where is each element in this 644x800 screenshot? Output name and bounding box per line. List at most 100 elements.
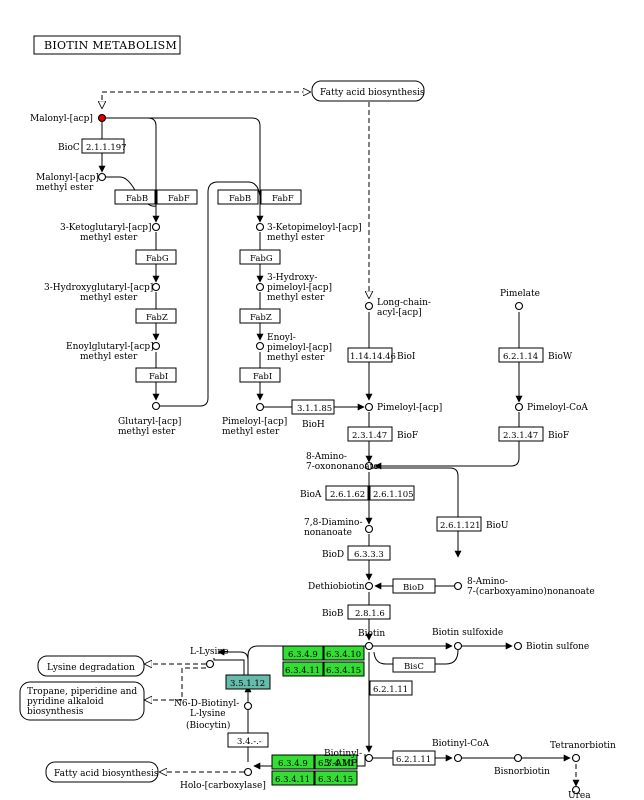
enzyme-box-2-3-1-47-left[interactable] <box>347 426 393 442</box>
enzyme-label: 2.6.1.105 <box>373 490 414 500</box>
enzyme-label: FabZ <box>146 313 168 323</box>
enzyme-box-bisc[interactable] <box>392 657 436 673</box>
enzyme-box-6-3-4-15-upper[interactable] <box>323 661 365 677</box>
compound-3-ketoglutaryl[interactable] <box>151 222 161 232</box>
compound-urea[interactable] <box>571 785 581 795</box>
gene-label-biow: BioW <box>548 352 573 362</box>
enzyme-box-fabi-right[interactable] <box>239 367 281 383</box>
enzyme-label: 2.3.1.47 <box>352 431 387 441</box>
compound-label: Biotinyl- <box>324 749 362 759</box>
compound-long-chain-acyl[interactable] <box>364 301 374 311</box>
enzyme-box-6-3-4-11-upper[interactable] <box>282 661 324 677</box>
compound-l-lysine[interactable] <box>205 659 215 669</box>
compound-label: Biotinyl-CoA <box>432 739 490 749</box>
pathway-tropane[interactable] <box>19 681 145 721</box>
compound-glutaryl[interactable] <box>151 401 161 411</box>
enzyme-box-fabf-right[interactable] <box>260 189 302 205</box>
compound-biotin-sulfoxide[interactable] <box>453 641 463 651</box>
compound-pimelate[interactable] <box>514 301 524 311</box>
compound-3-hydroxyglutaryl[interactable] <box>151 282 161 292</box>
compound-pimeloyl-coa[interactable] <box>514 402 524 412</box>
compound-label: L-Lysine <box>190 647 229 657</box>
pathway-lysine-degradation[interactable] <box>37 655 145 677</box>
compound-label: Pimeloyl-CoA <box>527 403 588 413</box>
compound-tetranorbiotin[interactable] <box>571 753 581 763</box>
enzyme-box-2-3-1-47-right[interactable] <box>498 426 544 442</box>
enzyme-box-fabg-right[interactable] <box>239 249 281 265</box>
compound-label: Biotin <box>358 629 385 639</box>
enzyme-label: 6.3.4.9 <box>278 759 308 769</box>
enzyme-box-6-2-1-14[interactable] <box>498 347 544 363</box>
compound-3-hydroxypimeloyl[interactable] <box>255 282 265 292</box>
compound-holo-carboxylase[interactable] <box>243 767 253 777</box>
enzyme-box-fabi-left[interactable] <box>135 367 177 383</box>
compound-biotinyl-coa[interactable] <box>453 753 463 763</box>
pathway-fatty-acid-bottom[interactable] <box>45 761 159 783</box>
pathway-fatty-acid-top[interactable] <box>311 80 425 102</box>
enzyme-box-3-5-1-12[interactable] <box>225 674 271 690</box>
compound-malonyl-acp-methyl-ester[interactable] <box>97 172 107 182</box>
enzyme-box-2-6-1-105[interactable] <box>369 485 415 501</box>
enzyme-box-6-2-1-11-upper[interactable] <box>369 680 413 696</box>
compound-8-amino-7-oxononanoate[interactable] <box>364 461 374 471</box>
enzyme-box-fabf-left[interactable] <box>156 189 198 205</box>
compound-biotin[interactable] <box>364 641 374 651</box>
enzyme-box-6-3-4-10-lower[interactable] <box>314 754 358 770</box>
enzyme-label: 6.3.4.10 <box>318 759 353 769</box>
enzyme-box-2-6-1-121[interactable] <box>436 516 482 532</box>
enzyme-box-6-3-4-15-lower[interactable] <box>314 770 358 786</box>
compound-bisnorbiotin[interactable] <box>513 753 523 763</box>
enzyme-label: 6.3.3.3 <box>354 550 384 560</box>
enzyme-label: 2.3.1.47 <box>503 431 538 441</box>
enzyme-box-fabz-left[interactable] <box>135 308 177 324</box>
compound-enoyl-pimeloyl[interactable] <box>255 341 265 351</box>
enzyme-box-6-3-4-10-upper[interactable] <box>323 645 365 661</box>
enzyme-box-2-6-1-62[interactable] <box>325 485 369 501</box>
enzyme-box-1-14-14-46[interactable] <box>347 347 393 363</box>
compound-biotinyl-5-amp[interactable] <box>364 753 374 763</box>
pathway-label: pyridine alkaloid <box>27 697 104 707</box>
compound-pimeloyl-acp[interactable] <box>364 402 374 412</box>
compound-label: methyl ester <box>80 293 138 303</box>
enzyme-label: FabG <box>250 254 273 264</box>
enzyme-box-2-8-1-6[interactable] <box>347 604 391 620</box>
enzyme-box-6-3-3-3[interactable] <box>347 545 391 561</box>
compound-label: methyl ester <box>80 233 138 243</box>
compound-label: pimeloyl-[acp] <box>267 283 332 293</box>
compound-carboxyamino-nonanoate[interactable] <box>453 581 463 591</box>
compound-label: methyl ester <box>36 183 94 193</box>
compound-dethiobiotin[interactable] <box>364 581 374 591</box>
compound-7-8-diaminononanoate[interactable] <box>364 524 374 534</box>
enzyme-box-fabg-left[interactable] <box>135 249 177 265</box>
enzyme-label: FabI <box>253 372 272 382</box>
enzyme-box-fabz-right[interactable] <box>239 308 281 324</box>
enzyme-label: 6.3.4.10 <box>326 650 361 660</box>
compound-malonyl-acp[interactable] <box>97 113 107 123</box>
enzyme-box-6-3-4-11-lower[interactable] <box>271 770 315 786</box>
enzyme-box-biod[interactable] <box>392 578 436 594</box>
enzyme-box-2-1-1-197[interactable] <box>81 138 125 154</box>
compound-label: 3-Ketoglutaryl-[acp] <box>60 223 152 233</box>
compound-biocytin[interactable] <box>243 701 253 711</box>
enzyme-label: 6.2.1.11 <box>396 755 431 765</box>
compound-enoylglutaryl[interactable] <box>151 341 161 351</box>
compound-pimeloyl-methyl-ester[interactable] <box>255 402 265 412</box>
pathway-label: biosynthesis <box>27 707 84 717</box>
enzyme-label: 2.6.1.121 <box>440 521 481 531</box>
gene-label-biou: BioU <box>486 521 509 531</box>
compound-biotin-sulfone[interactable] <box>513 641 523 651</box>
enzyme-box-6-3-4-9-upper[interactable] <box>282 645 324 661</box>
compound-3-ketopimeloyl[interactable] <box>255 222 265 232</box>
enzyme-box-3-1-1-85[interactable] <box>291 399 335 415</box>
enzyme-label: 2.1.1.197 <box>86 143 127 153</box>
enzyme-box-3-4[interactable] <box>227 732 269 748</box>
enzyme-label: 6.2.1.14 <box>503 352 538 362</box>
enzyme-label: 3.5.1.12 <box>230 679 265 689</box>
enzyme-box-6-2-1-11-lower[interactable] <box>392 750 436 766</box>
pathway-label: Lysine degradation <box>47 663 135 673</box>
enzyme-box-6-3-4-9-lower[interactable] <box>271 754 315 770</box>
enzyme-box-fabb-left[interactable] <box>114 189 156 205</box>
enzyme-label: BisC <box>404 662 424 672</box>
enzyme-box-fabb-right[interactable] <box>217 189 259 205</box>
